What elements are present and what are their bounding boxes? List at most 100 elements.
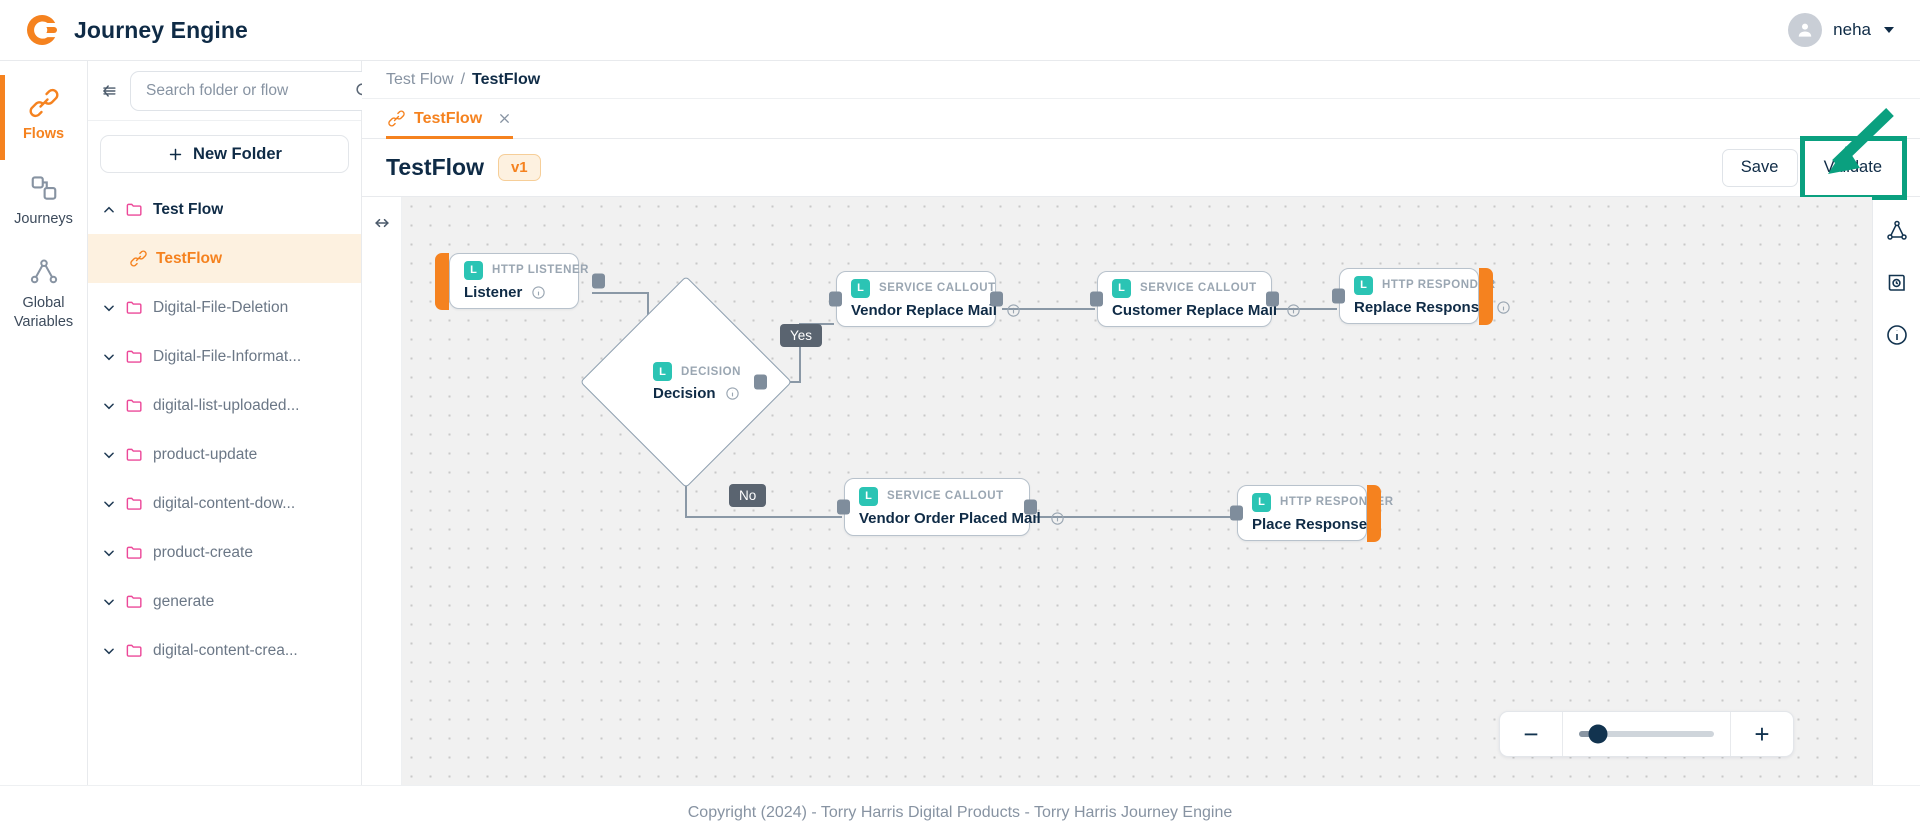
tree-row[interactable]: generate [88, 577, 361, 626]
chevron-down-icon[interactable] [102, 301, 116, 315]
stacked-squares-icon [31, 175, 56, 200]
info-circle-icon[interactable] [1885, 323, 1909, 347]
zoom-track[interactable] [1579, 724, 1714, 744]
graph-node-icon [30, 259, 57, 284]
breadcrumb-current: TestFlow [472, 70, 541, 88]
node-input-port[interactable] [1332, 288, 1345, 304]
info-circle-icon[interactable] [725, 386, 740, 401]
user-menu[interactable]: neha [1788, 13, 1894, 47]
node-input-port[interactable] [1090, 291, 1103, 307]
zoom-thumb[interactable] [1588, 724, 1608, 744]
tree-row[interactable]: Digital-File-Informat... [88, 332, 361, 381]
sidebar-item-journeys[interactable]: Journeys [0, 160, 87, 245]
node-body: Customer Replace Mail [1112, 302, 1300, 319]
node-output-port[interactable] [1266, 291, 1279, 307]
tree-row[interactable]: product-update [88, 430, 361, 479]
chevron-down-icon[interactable] [102, 595, 116, 609]
top-header: Journey Engine neha [0, 0, 1920, 61]
node-output-port[interactable] [754, 374, 767, 390]
node-replace-response[interactable]: L HTTP RESPONDER Replace Response [1332, 267, 1511, 325]
node-head: L DECISION [653, 362, 741, 381]
node-body: Replace Response [1354, 299, 1511, 316]
info-circle-icon[interactable] [1050, 511, 1065, 526]
search-box[interactable] [130, 70, 385, 111]
tree-row-label: digital-list-uploaded... [153, 396, 300, 414]
tree-row[interactable]: product-create [88, 528, 361, 577]
node-vendor-order-placed-mail[interactable]: L SERVICE CALLOUT Vendor Order Placed Ma… [837, 478, 1064, 536]
info-circle-icon[interactable] [1496, 300, 1511, 315]
tree-row-testflow[interactable]: TestFlow [88, 234, 361, 283]
chevron-down-icon[interactable] [102, 448, 116, 462]
chevron-down-icon[interactable] [102, 644, 116, 658]
node-name: Customer Replace Mail [1112, 301, 1278, 319]
info-circle-icon[interactable] [1006, 303, 1021, 318]
node-output-port[interactable] [592, 273, 605, 289]
node-head: L HTTP RESPONDER [1354, 275, 1495, 295]
folder-panel: New Folder Test Flow TestFlow [88, 61, 385, 785]
version-badge: v1 [497, 154, 541, 181]
node-output-port[interactable] [1024, 499, 1037, 515]
validate-button[interactable]: Validate [1810, 149, 1896, 187]
tree-row-label: product-update [153, 445, 258, 463]
chevron-down-icon[interactable] [1884, 27, 1894, 33]
new-folder-button[interactable]: New Folder [100, 135, 349, 173]
zoom-out-button[interactable]: − [1500, 712, 1562, 756]
primary-nav-rail: Flows Journeys Global Variables [0, 61, 88, 785]
node-input-port[interactable] [837, 499, 850, 515]
journey-engine-logo [27, 15, 57, 45]
info-circle-icon[interactable] [531, 285, 546, 300]
tab-testflow[interactable]: TestFlow [386, 99, 525, 139]
expand-collapse-icon[interactable] [372, 213, 392, 233]
node-badge: L [851, 278, 870, 298]
node-input-port[interactable] [1230, 505, 1243, 521]
brand[interactable]: Journey Engine [24, 12, 248, 48]
node-body: Vendor Replace Mail [851, 302, 1020, 319]
node-listener[interactable]: L HTTP LISTENER Listener [435, 252, 605, 310]
node-vendor-replace-mail[interactable]: L SERVICE CALLOUT Vendor Replace Mail [829, 271, 1020, 327]
new-folder-wrap: New Folder [88, 121, 361, 181]
chevron-down-icon[interactable] [102, 399, 116, 413]
tree-row[interactable]: digital-content-crea... [88, 626, 361, 675]
tab-strip: TestFlow [362, 99, 1920, 139]
node-input-port[interactable] [829, 291, 842, 307]
node-name: Replace Response [1354, 298, 1488, 316]
footer-text: Copyright (2024) - Torry Harris Digital … [687, 803, 1233, 821]
zoom-control: − + [1499, 711, 1794, 757]
chevron-up-icon[interactable] [102, 203, 116, 217]
node-customer-replace-mail[interactable]: L SERVICE CALLOUT Customer Replace Mail [1090, 271, 1300, 327]
close-icon[interactable] [497, 111, 512, 126]
search-input[interactable] [144, 80, 348, 101]
tree-row-label: digital-content-crea... [153, 641, 298, 659]
divider [1730, 712, 1731, 756]
tree-row[interactable]: digital-list-uploaded... [88, 381, 361, 430]
chevron-down-icon[interactable] [102, 497, 116, 511]
collapse-left-icon[interactable] [98, 80, 120, 102]
breadcrumb-parent[interactable]: Test Flow [386, 70, 454, 88]
sidebar-item-global-variables[interactable]: Global Variables [0, 244, 87, 347]
node-type: HTTP RESPONDER [1280, 496, 1394, 508]
node-place-response[interactable]: L HTTP RESPONDER Place Response [1230, 484, 1393, 542]
node-badge: L [464, 260, 483, 280]
graph-node-icon[interactable] [1885, 219, 1909, 243]
chevron-down-icon[interactable] [102, 546, 116, 560]
node-output-port[interactable] [990, 291, 1003, 307]
avatar [1788, 13, 1823, 47]
info-circle-icon[interactable] [1286, 303, 1301, 318]
tree-row[interactable]: Test Flow [88, 185, 361, 234]
flow-canvas[interactable]: L HTTP LISTENER Listener [402, 197, 1872, 785]
zoom-slider[interactable] [1563, 724, 1730, 744]
tree-row[interactable]: Digital-File-Deletion [88, 283, 361, 332]
brand-name: Journey Engine [74, 16, 248, 43]
zoom-in-button[interactable]: + [1731, 712, 1793, 756]
save-button[interactable]: Save [1721, 148, 1798, 187]
node-badge: L [1354, 275, 1373, 295]
tree-row[interactable]: digital-content-dow... [88, 479, 361, 528]
history-book-icon[interactable] [1885, 271, 1909, 295]
chevron-down-icon[interactable] [102, 350, 116, 364]
node-badge: L [653, 362, 672, 381]
tab-label: TestFlow [414, 109, 483, 127]
node-decision[interactable]: L DECISION Decision [579, 275, 793, 489]
flow-title-row: TestFlow v1 Save Validate [362, 135, 1920, 200]
sidebar-item-flows[interactable]: Flows [0, 75, 87, 160]
